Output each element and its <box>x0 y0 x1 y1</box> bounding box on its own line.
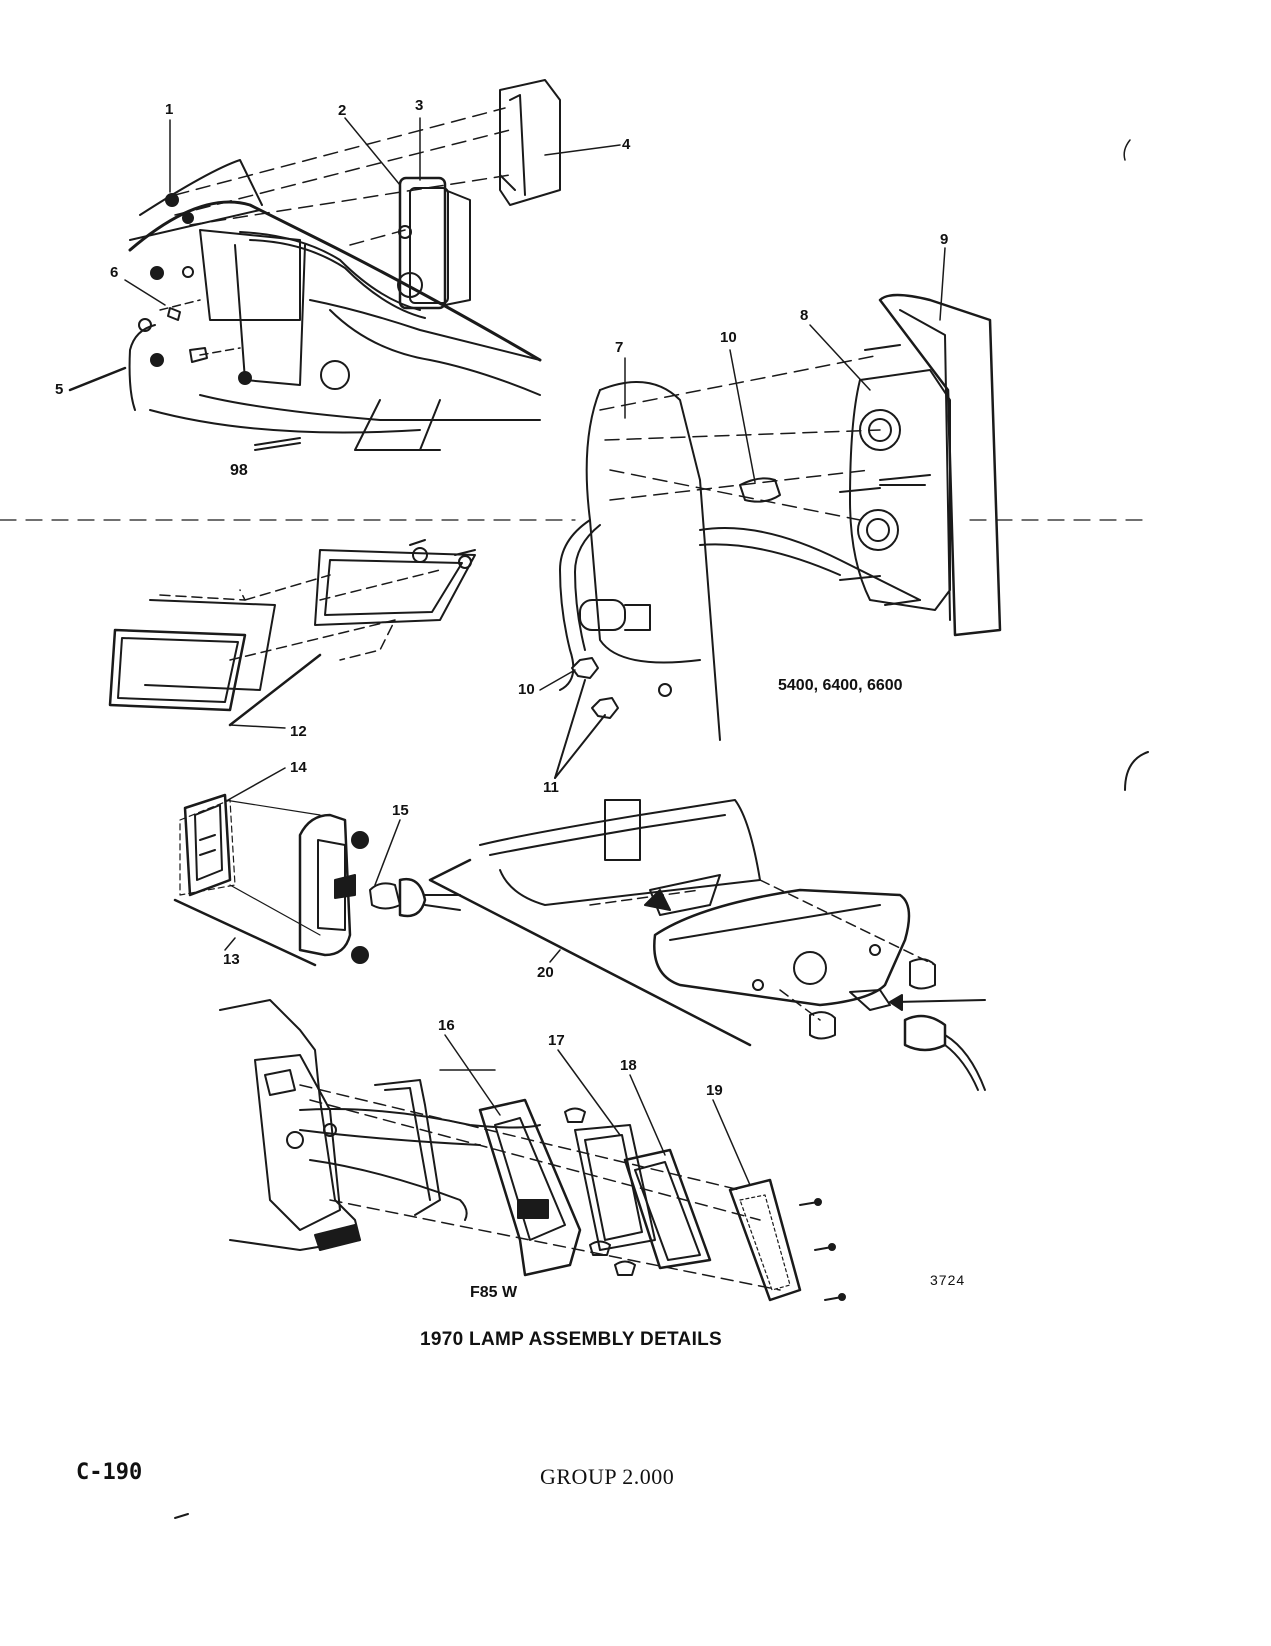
figure-number: 3724 <box>930 1272 966 1288</box>
callout-11: 11 <box>543 779 559 796</box>
callout-8: 8 <box>800 307 809 324</box>
callout-9: 9 <box>940 231 949 248</box>
callout-10-lower: 10 <box>518 681 535 698</box>
callout-3: 3 <box>415 97 424 114</box>
callout-6: 6 <box>110 264 119 281</box>
license-lamp-20-drawing <box>428 799 986 1091</box>
page-title: 1970 LAMP ASSEMBLY DETAILS <box>420 1329 723 1350</box>
callout-16: 16 <box>438 1017 455 1034</box>
view-series-label: 5400, 6400, 6600 <box>778 677 903 694</box>
view-series-drawing <box>539 247 1002 779</box>
callout-7: 7 <box>615 339 624 356</box>
callout-4: 4 <box>622 136 631 153</box>
callout-1: 1 <box>165 101 174 118</box>
callout-14: 14 <box>290 759 307 776</box>
callout-15: 15 <box>392 802 409 819</box>
callout-5: 5 <box>55 381 64 398</box>
group-label: GROUP 2.000 <box>540 1464 675 1489</box>
callout-18: 18 <box>620 1057 637 1074</box>
page-number: C-190 <box>76 1460 143 1485</box>
callout-10-upper: 10 <box>720 329 737 346</box>
callout-2: 2 <box>338 102 347 119</box>
callout-19: 19 <box>706 1082 723 1099</box>
side-marker-13-drawing <box>173 767 461 967</box>
view-f85w-drawing <box>219 999 846 1302</box>
callout-17: 17 <box>548 1032 565 1049</box>
marker-lamp-12-drawing <box>108 539 476 729</box>
callout-13: 13 <box>223 951 240 968</box>
callout-20: 20 <box>537 964 554 981</box>
view-f85w-label: F85 W <box>470 1284 518 1301</box>
view-98-drawing <box>68 79 621 451</box>
callout-12: 12 <box>290 723 307 740</box>
view-98-label: 98 <box>230 462 248 479</box>
